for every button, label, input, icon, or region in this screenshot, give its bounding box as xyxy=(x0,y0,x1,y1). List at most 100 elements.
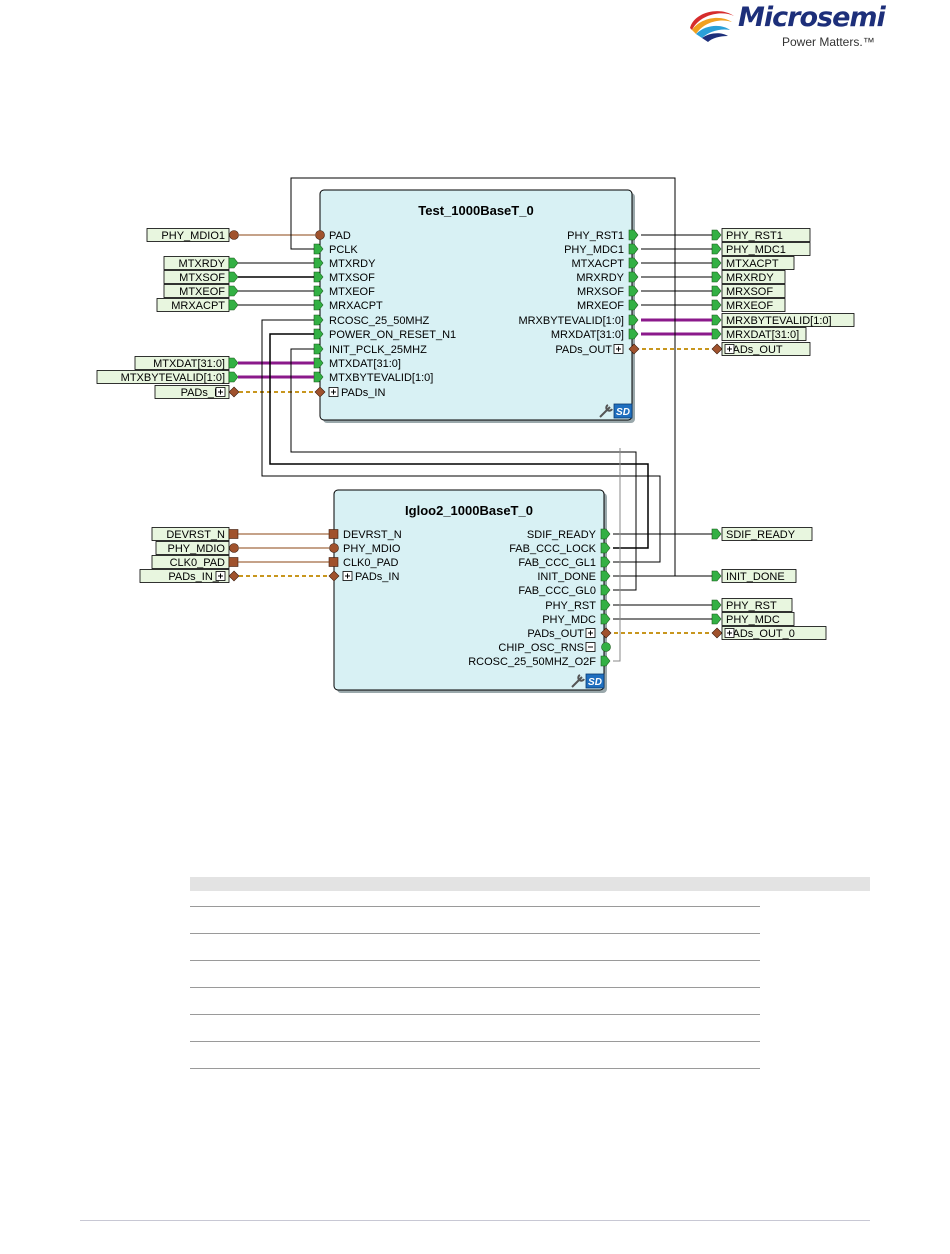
port-pad xyxy=(228,529,239,539)
port-output xyxy=(600,613,611,625)
port-output xyxy=(711,528,722,540)
block-port-label: MRXBYTEVALID[1:0] xyxy=(518,315,624,327)
port-label-box xyxy=(721,298,786,312)
port-input xyxy=(313,357,324,369)
smartdesign-sd-icon xyxy=(613,403,633,419)
block-port-label: PADs_OUT xyxy=(527,628,584,640)
wire xyxy=(290,348,637,591)
port-label-box xyxy=(721,256,795,270)
block-port-label: DEVRST_N xyxy=(343,529,402,541)
expand-icon-glyph xyxy=(218,573,223,579)
port-input xyxy=(228,257,239,269)
port-label-text: PHY_MDC xyxy=(726,614,780,626)
port-input xyxy=(313,243,324,255)
block-port-label: RCOSC_25_50MHZ xyxy=(329,315,430,327)
port-output xyxy=(600,655,611,667)
port-label-text: SDIF_READY xyxy=(726,529,796,541)
block-port-label: MRXEOF xyxy=(577,300,624,312)
port-output xyxy=(711,243,722,255)
port-label-text: MTXEOF xyxy=(179,286,225,298)
port-diamond xyxy=(628,343,640,355)
expand-icon-glyph xyxy=(331,389,336,395)
logo-wordmark: Microsemi xyxy=(738,2,886,33)
logo-tagline: Power Matters.™ xyxy=(782,35,875,49)
port-diamond xyxy=(711,343,723,355)
port-output xyxy=(711,271,722,283)
port-output xyxy=(600,542,611,554)
smartdesign-sd-icon-text: SD xyxy=(616,407,630,418)
port-label-text: PADs_OUT_0 xyxy=(726,628,795,640)
port-label-text: PADs_OUT xyxy=(726,344,783,356)
wrench-icon xyxy=(571,674,585,688)
port-label-text: DEVRST_N xyxy=(166,529,225,541)
port-output xyxy=(711,599,722,611)
port-output xyxy=(600,584,611,596)
port-label-box xyxy=(721,598,793,612)
port-output xyxy=(711,314,722,326)
port-input xyxy=(313,314,324,326)
block-port-label: FAB_CCC_LOCK xyxy=(509,543,596,555)
wire xyxy=(269,333,649,549)
port-inout xyxy=(329,543,339,553)
footer-divider xyxy=(80,1220,870,1221)
block-title: Igloo2_1000BaseT_0 xyxy=(405,503,533,518)
port-label-text: PHY_MDIO1 xyxy=(161,230,225,242)
expand-icon-glyph xyxy=(218,389,223,395)
port-input xyxy=(228,271,239,283)
smartdesign-sd-icon-text: SD xyxy=(588,677,602,688)
port-label-text: MTXACPT xyxy=(726,258,779,270)
port-label-box xyxy=(721,313,855,327)
expand-icon-glyph xyxy=(727,630,732,636)
wrench-icon xyxy=(599,404,613,418)
block-port-label: PCLK xyxy=(329,244,358,256)
port-label-box xyxy=(721,527,813,541)
port-output xyxy=(711,299,722,311)
wire xyxy=(261,319,661,563)
expand-icon-glyph xyxy=(616,346,621,352)
port-label-text: PHY_RST xyxy=(726,600,777,612)
port-label-text: MRXEOF xyxy=(726,300,773,312)
block-port-label: MTXDAT[31:0] xyxy=(329,358,401,370)
port-input xyxy=(313,257,324,269)
port-output xyxy=(628,243,639,255)
block-port-label: MRXSOF xyxy=(577,286,624,298)
port-label-box xyxy=(721,270,786,284)
port-output xyxy=(628,314,639,326)
block-port-label: INIT_PCLK_25MHZ xyxy=(329,344,427,356)
port-input xyxy=(313,371,324,383)
port-output xyxy=(711,328,722,340)
block-port-label: FAB_CCC_GL0 xyxy=(518,585,596,597)
port-inout xyxy=(315,230,325,240)
port-label-box xyxy=(721,569,797,583)
port-label-text: MTXSOF xyxy=(179,272,225,284)
block-port-label: MTXSOF xyxy=(329,272,375,284)
port-label-box xyxy=(721,626,827,640)
wire xyxy=(613,448,621,662)
block-port-label: MRXRDY xyxy=(576,272,624,284)
block-port-label: MTXBYTEVALID[1:0] xyxy=(329,372,433,384)
port-output xyxy=(711,613,722,625)
block-port-label: PHY_RST1 xyxy=(567,230,624,242)
block-port-label: MTXACPT xyxy=(571,258,624,270)
expand-icon-glyph xyxy=(588,630,593,636)
port-output xyxy=(600,556,611,568)
port-output xyxy=(600,570,611,582)
block-title: Test_1000BaseT_0 xyxy=(418,203,533,218)
port-pad xyxy=(328,557,339,567)
block-port-label: SDIF_READY xyxy=(527,529,597,541)
port-output xyxy=(711,229,722,241)
port-label-text: MRXSOF xyxy=(726,286,773,298)
port-label-box xyxy=(721,342,811,356)
port-pad xyxy=(228,557,239,567)
port-label-text: MRXACPT xyxy=(171,300,225,312)
block-port-label: PHY_RST xyxy=(545,600,596,612)
port-inout xyxy=(229,230,239,240)
port-label-text: MRXDAT[31:0] xyxy=(726,329,799,341)
port-label-text: INIT_DONE xyxy=(726,571,785,583)
port-input xyxy=(313,271,324,283)
expand-icon-glyph xyxy=(727,346,732,352)
port-output xyxy=(628,328,639,340)
block-port-label: INIT_DONE xyxy=(537,571,596,583)
port-output xyxy=(600,528,611,540)
